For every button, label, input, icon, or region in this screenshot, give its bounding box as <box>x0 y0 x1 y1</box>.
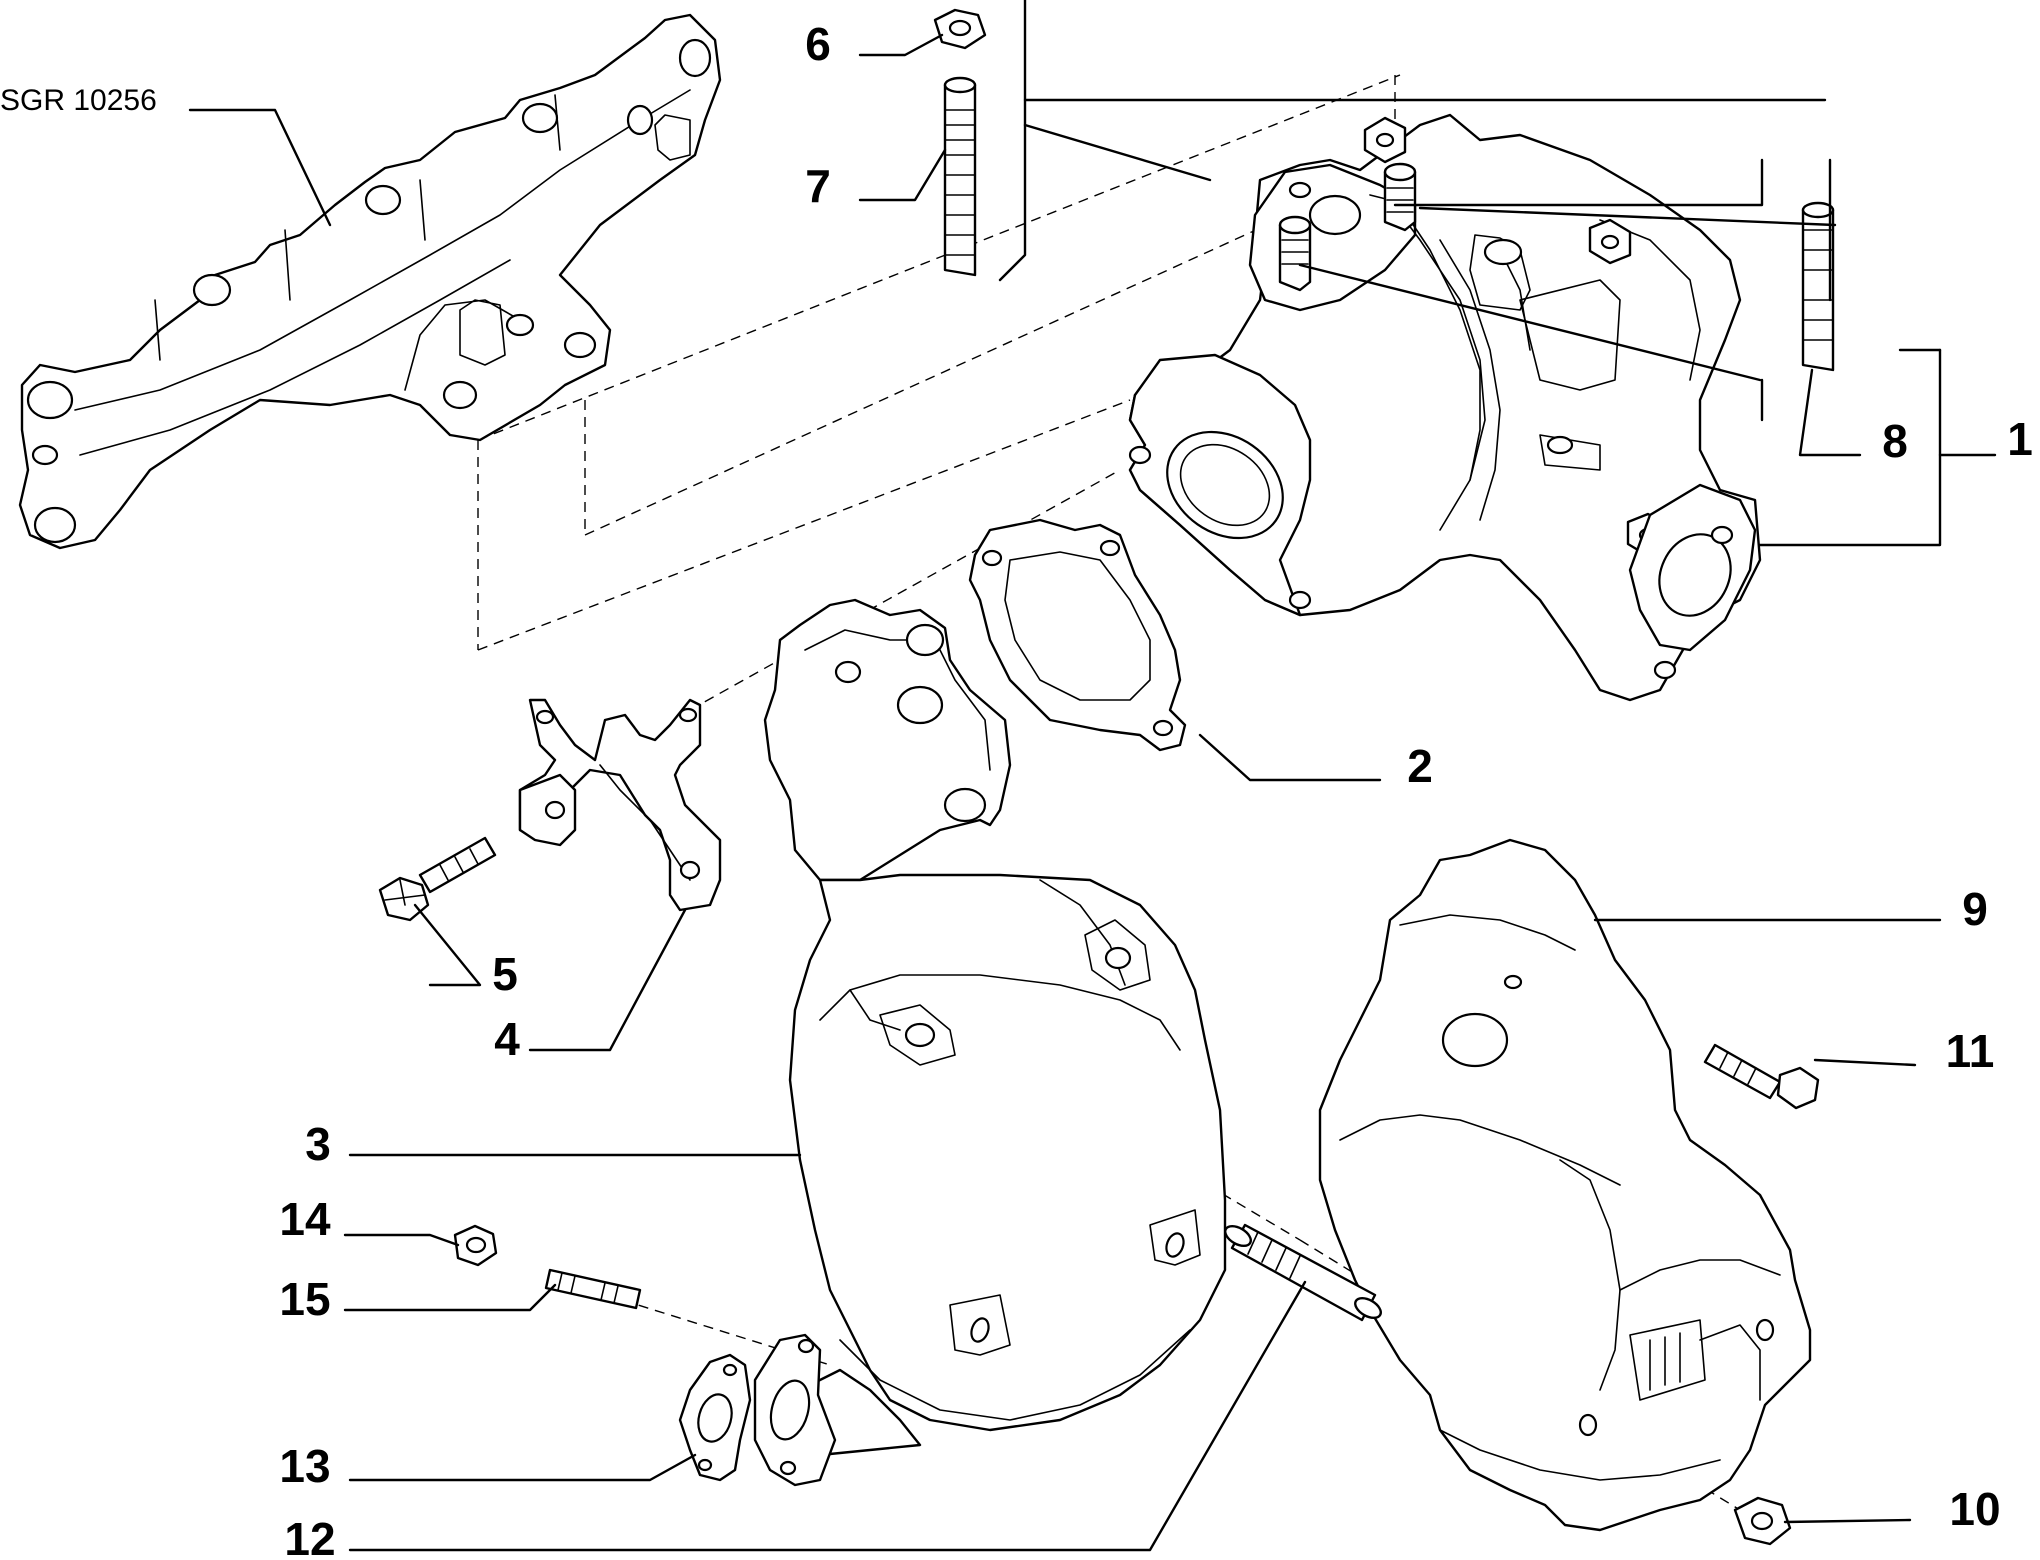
stud-8 <box>1801 201 1835 372</box>
leader-lines <box>188 0 1997 1552</box>
nut-6 <box>933 8 987 50</box>
callout-3: 3 <box>305 1118 331 1170</box>
nut-10 <box>1733 1496 1792 1546</box>
callout-4: 4 <box>494 1013 520 1065</box>
callout-14: 14 <box>279 1193 331 1245</box>
stud-12 <box>1224 1223 1382 1322</box>
callout-2: 2 <box>1407 740 1433 792</box>
callout-15: 15 <box>279 1273 330 1325</box>
callout-13: 13 <box>279 1440 330 1492</box>
callout-8: 8 <box>1882 415 1908 467</box>
bracket <box>518 698 722 912</box>
exhaust-manifold <box>18 13 722 550</box>
drawing-reference: SGR 10256 <box>0 84 157 117</box>
callout-7: 7 <box>805 160 831 212</box>
bolt-11 <box>1703 1043 1820 1110</box>
callout-5: 5 <box>492 948 518 1000</box>
callout-6: 6 <box>805 18 831 70</box>
catalytic-converter <box>753 598 1227 1487</box>
callout-9: 9 <box>1962 883 1988 935</box>
nut-14 <box>453 1224 498 1267</box>
turbocharger <box>1128 113 1762 702</box>
turbo-gasket <box>968 518 1187 752</box>
bolt-5 <box>378 836 497 922</box>
heat-shield <box>1318 838 1812 1532</box>
flange-gasket <box>678 1353 752 1482</box>
callout-12: 12 <box>284 1513 335 1560</box>
callout-10: 10 <box>1949 1483 2000 1535</box>
stud-15 <box>544 1268 642 1310</box>
callout-11: 11 <box>1946 1025 1995 1077</box>
callout-1: 1 <box>2007 413 2033 465</box>
callout-labels: SGR 10256 1 2 3 4 5 6 7 8 9 10 11 12 13 … <box>0 18 2033 1560</box>
stud-7 <box>943 76 977 277</box>
